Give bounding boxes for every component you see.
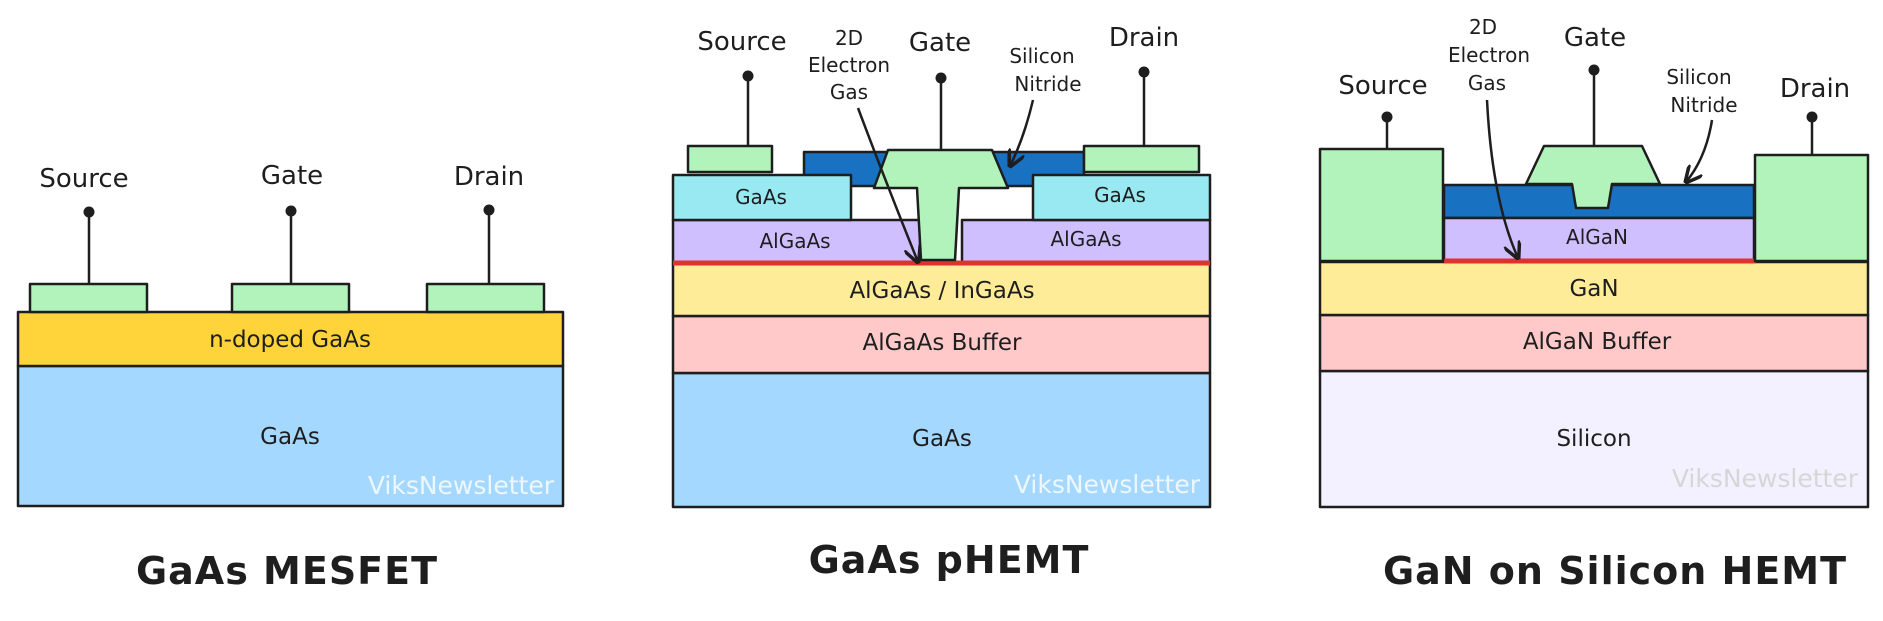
gan-substrate-layer (1318, 369, 1870, 509)
phemt-substrate-layer (671, 371, 1212, 509)
mesfet-doped-layer (16, 310, 565, 368)
phemt-terminal-pins (742, 66, 1150, 150)
phemt-electron-gas-arrow (856, 107, 918, 262)
phemt-gaas-cap-left-label: GaAs (735, 185, 787, 209)
phemt-algaas-left-label: AlGaAs (759, 229, 830, 253)
gan-source-contact (1318, 147, 1445, 263)
phemt-diagram: Source Gate Drain 2D Electron Gas Silico… (671, 23, 1212, 582)
phemt-drain-contact (1082, 144, 1201, 174)
phemt-source-label: Source (697, 27, 786, 57)
phemt-nitride-arrow (1010, 99, 1035, 166)
gan-drain-label: Drain (1780, 74, 1850, 104)
gan-gate-label: Gate (1564, 23, 1626, 53)
phemt-algaas-right-label: AlGaAs (1050, 227, 1121, 251)
gan-watermark: ViksNewsletter (1672, 464, 1859, 493)
mesfet-gate-contact (230, 282, 351, 314)
phemt-source-contact (686, 144, 774, 174)
gan-diagram: Source Gate Drain 2D Electron Gas Silico… (1318, 15, 1870, 593)
mesfet-terminal-pins (83, 204, 495, 284)
gan-title: GaN on Silicon HEMT (1383, 549, 1847, 593)
phemt-algaas-right (960, 218, 1212, 266)
gan-gas-label-line3: Gas (1468, 71, 1506, 95)
mesfet-substrate-label: GaAs (260, 424, 320, 450)
mesfet-drain-label: Drain (454, 162, 524, 192)
phemt-gaas-cap-right-label: GaAs (1094, 183, 1146, 207)
mesfet-watermark: ViksNewsletter (368, 471, 555, 500)
gan-t-gate (1524, 144, 1662, 210)
phemt-channel-label: AlGaAs / InGaAs (849, 278, 1034, 304)
gan-nitride-label-line1: Silicon (1666, 65, 1731, 89)
phemt-nitride-label-line1: Silicon (1009, 44, 1074, 68)
mesfet-title: GaAs MESFET (136, 549, 438, 593)
gan-terminal-pins (1381, 64, 1818, 155)
mesfet-source-contact (28, 282, 149, 314)
mesfet-substrate-layer (16, 364, 565, 508)
gan-buffer-label: AlGaN Buffer (1523, 329, 1672, 355)
phemt-gaas-cap-right (1031, 173, 1212, 222)
mesfet-diagram: Source Gate Drain n-doped GaAs GaAs Viks… (16, 161, 565, 593)
mesfet-source-label: Source (39, 164, 128, 194)
gan-channel-layer (1318, 260, 1870, 317)
phemt-gaas-cap-left (671, 173, 853, 222)
phemt-nitride-label-line2: Nitride (1014, 72, 1081, 96)
gan-source-label: Source (1338, 71, 1427, 101)
gan-algan-label: AlGaN (1566, 225, 1628, 249)
phemt-watermark: ViksNewsletter (1014, 470, 1201, 499)
gan-electron-gas-arrow (1485, 99, 1518, 258)
gan-substrate-label: Silicon (1556, 426, 1631, 452)
gan-drain-contact (1753, 153, 1870, 263)
phemt-gas-label-line3: Gas (830, 80, 868, 104)
phemt-title: GaAs pHEMT (809, 538, 1090, 582)
gan-nitride-arrow (1686, 119, 1714, 182)
gan-nitride-label-line2: Nitride (1670, 93, 1737, 117)
gan-algan-layer (1442, 216, 1756, 263)
gan-buffer-layer (1318, 313, 1870, 373)
mesfet-doped-layer-label: n-doped GaAs (209, 327, 371, 353)
gan-channel-label: GaN (1569, 276, 1618, 302)
mesfet-drain-contact (425, 282, 546, 314)
phemt-gate-label: Gate (909, 28, 971, 58)
gan-gas-label-line1: 2D (1469, 15, 1497, 39)
phemt-substrate-label: GaAs (912, 426, 972, 452)
gan-gas-label-line2: Electron (1448, 43, 1530, 67)
phemt-gas-label-line1: 2D (835, 26, 863, 50)
phemt-buffer-layer (671, 314, 1212, 375)
phemt-buffer-label: AlGaAs Buffer (863, 330, 1022, 356)
mesfet-gate-label: Gate (261, 161, 323, 191)
phemt-gas-label-line2: Electron (808, 53, 890, 77)
phemt-drain-label: Drain (1109, 23, 1179, 53)
